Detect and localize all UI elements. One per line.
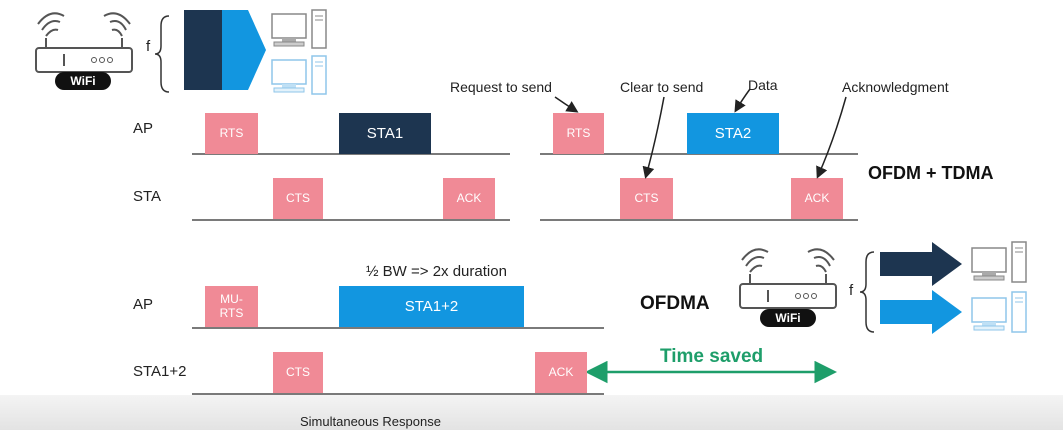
computer-icon-top-2 (271, 55, 327, 95)
time-saved-label: Time saved (660, 346, 764, 367)
freq-label-bottom: f (849, 282, 854, 299)
sta1-data-packet: STA1 (339, 113, 431, 154)
callout-data: Data (748, 77, 778, 93)
simultaneous-response-caption: Simultaneous Response (300, 414, 441, 429)
router-bottom-icon (732, 244, 842, 339)
ack-packet-left: ACK (443, 178, 495, 219)
computer-icon-bottom-2 (971, 291, 1027, 333)
frequency-bar-graphic-top (184, 10, 266, 90)
ack-packet-ofdma: ACK (535, 352, 587, 393)
ap-label-tdma: AP (133, 120, 154, 137)
freq-label-top: f (146, 38, 151, 55)
computer-icon-top-1 (271, 9, 327, 49)
sta2-data-packet: STA2 (687, 113, 779, 154)
cts-packet-right: CTS (620, 178, 673, 219)
ofdma-title: OFDMA (640, 293, 710, 314)
cts-packet-ofdma: CTS (273, 352, 323, 393)
computer-icon-bottom-1 (971, 241, 1027, 283)
ap-timeline-ofdma (192, 327, 604, 329)
bandwidth-note: ½ BW => 2x duration (366, 263, 507, 280)
ofdm-tdma-title: OFDM + TDMA (868, 163, 994, 183)
ofdma-arrows-graphic (880, 242, 962, 334)
wifi-logo-bottom: WiFi (760, 309, 816, 327)
callout-acknowledgment: Acknowledgment (842, 79, 949, 95)
sta12-label-ofdma: STA1+2 (133, 363, 187, 380)
sta-timeline-ofdma (192, 393, 604, 395)
ack-packet-right: ACK (791, 178, 843, 219)
mu-rts-packet: MU- RTS (205, 286, 258, 327)
rts-packet-left: RTS (205, 113, 258, 154)
callout-request-to-send: Request to send (450, 79, 552, 95)
cts-packet-left: CTS (273, 178, 323, 219)
freq-brace-bottom (859, 251, 875, 333)
callout-clear-to-send: Clear to send (620, 79, 704, 95)
sta-label-tdma: STA (133, 188, 162, 205)
wifi-logo-top: WiFi (55, 72, 111, 90)
ap-timeline-left (192, 153, 510, 155)
rts-packet-right: RTS (553, 113, 604, 154)
sta12-data-packet: STA1+2 (339, 286, 524, 327)
ap-label-ofdma: AP (133, 296, 154, 313)
router-top-icon (28, 8, 138, 103)
sta-timeline-left (192, 219, 510, 221)
ap-timeline-right (540, 153, 858, 155)
footer-band (0, 395, 1063, 430)
freq-brace-top (154, 15, 170, 93)
sta-timeline-right (540, 219, 858, 221)
